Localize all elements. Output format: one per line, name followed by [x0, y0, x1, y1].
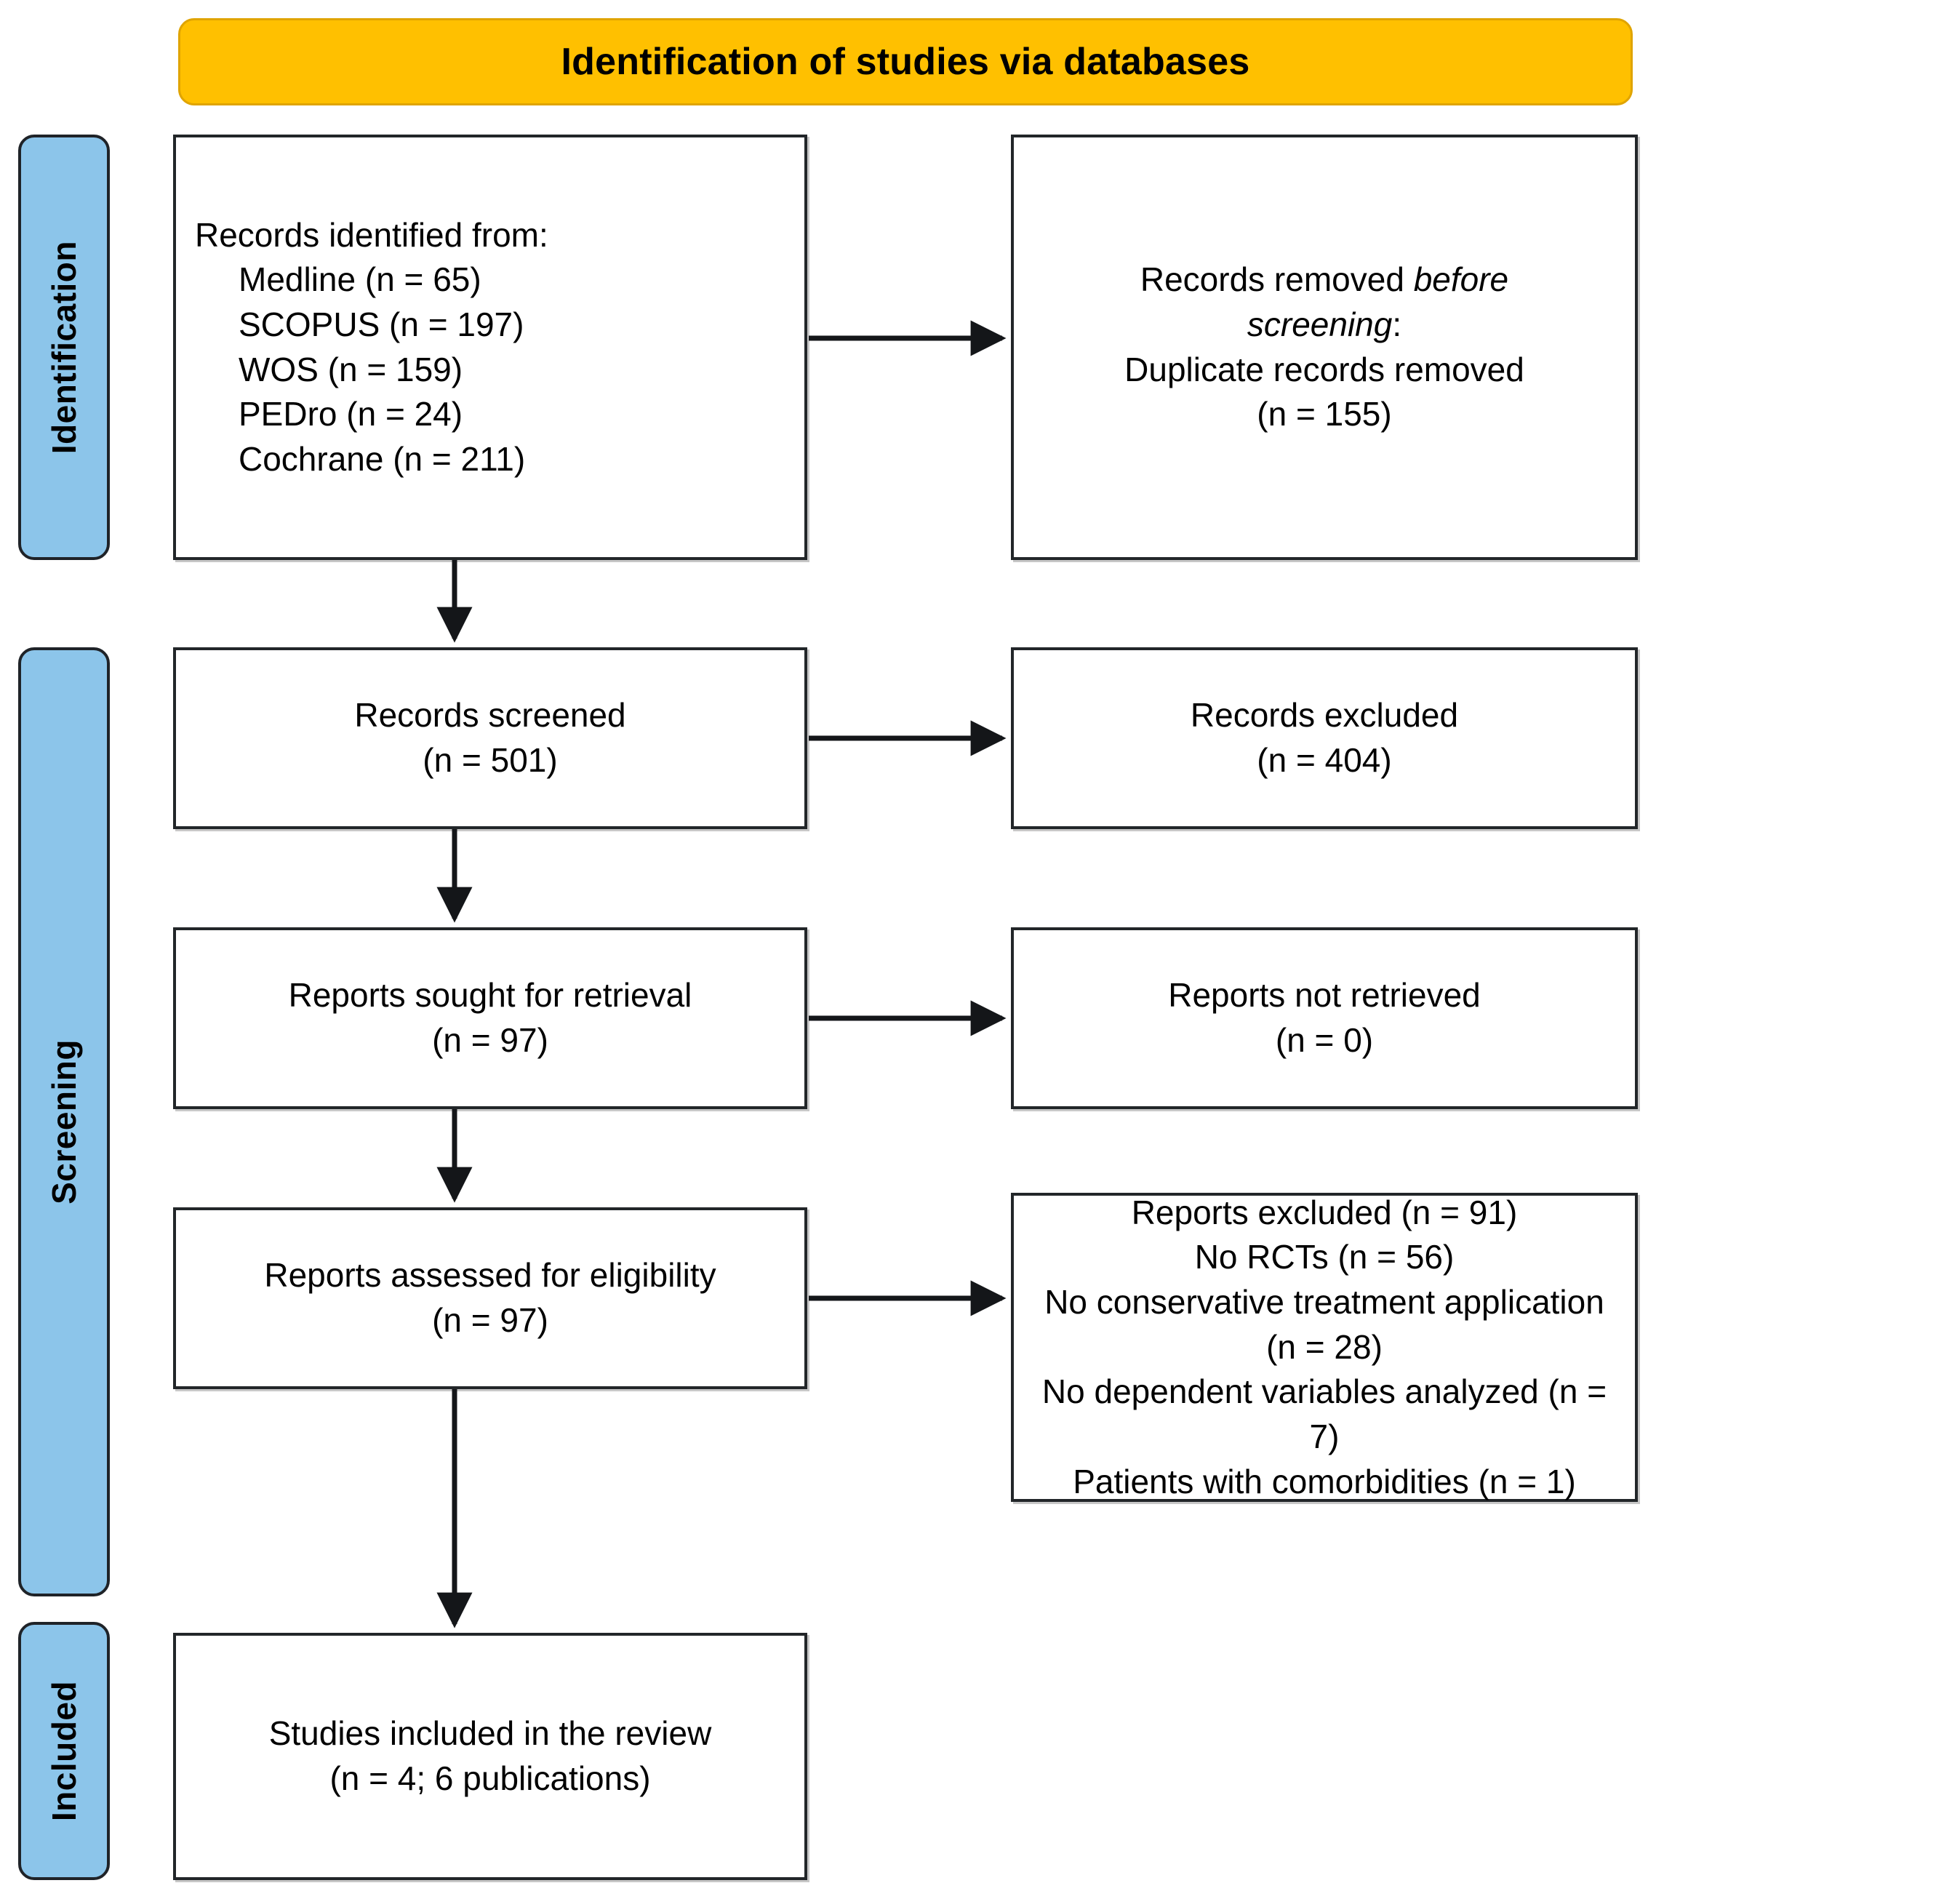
phase-label-screening: Screening: [45, 1039, 83, 1204]
studies-included-label: Studies included in the review: [268, 1714, 712, 1753]
records-identified-heading: Records identified from:: [195, 215, 548, 254]
records-excluded-count: (n = 404): [1257, 741, 1392, 779]
box-records-excluded: Records excluded (n = 404): [1011, 647, 1638, 829]
records-screened-count: (n = 501): [423, 741, 558, 779]
diagram-title-banner: Identification of studies via databases: [178, 18, 1633, 105]
reports-sought-count: (n = 97): [432, 1021, 548, 1059]
records-removed-before: before: [1413, 260, 1509, 299]
reports-not-retrieved-count: (n = 0): [1275, 1021, 1374, 1059]
box-records-removed: Records removed before screening: Duplic…: [1011, 135, 1638, 560]
box-records-screened: Records screened (n = 501): [173, 647, 807, 829]
box-studies-included: Studies included in the review (n = 4; 6…: [173, 1633, 807, 1880]
box-records-identified: Records identified from: Medline (n = 65…: [173, 135, 807, 560]
phase-label-identification: Identification: [45, 240, 83, 455]
records-screened-label: Records screened: [354, 696, 626, 735]
source-medline: Medline (n = 65): [239, 260, 481, 299]
phase-label-included: Included: [45, 1680, 83, 1822]
phase-bar-included: Included: [18, 1622, 110, 1880]
source-wos: WOS (n = 159): [239, 350, 463, 388]
exclusion-reason-no-dependent-variables: No dependent variables analyzed (n = 7): [1041, 1372, 1607, 1455]
box-reports-sought: Reports sought for retrieval (n = 97): [173, 927, 807, 1109]
reports-not-retrieved-label: Reports not retrieved: [1168, 976, 1481, 1015]
phase-bar-screening: Screening: [18, 647, 110, 1596]
reports-sought-label: Reports sought for retrieval: [288, 976, 692, 1015]
source-cochrane: Cochrane (n = 211): [239, 439, 526, 478]
box-reports-excluded-reasons: Reports excluded (n = 91) No RCTs (n = 5…: [1011, 1193, 1638, 1502]
exclusion-reason-no-conservative-treatment: No conservative treatment application (n…: [1044, 1283, 1604, 1366]
reports-assessed-count: (n = 97): [432, 1301, 548, 1339]
box-reports-not-retrieved: Reports not retrieved (n = 0): [1011, 927, 1638, 1109]
source-scopus: SCOPUS (n = 197): [239, 305, 524, 343]
diagram-title: Identification of studies via databases: [561, 41, 1250, 83]
records-removed-prefix: Records removed: [1140, 260, 1414, 299]
records-removed-line-1: Records removed before: [1033, 257, 1616, 303]
box-reports-assessed: Reports assessed for eligibility (n = 97…: [173, 1207, 807, 1389]
records-removed-colon: :: [1392, 305, 1402, 343]
exclusion-reason-comorbidities: Patients with comorbidities (n = 1): [1073, 1462, 1576, 1500]
exclusion-reason-no-rcts: No RCTs (n = 56): [1194, 1238, 1455, 1276]
duplicate-records-removed-label: Duplicate records removed: [1124, 350, 1524, 388]
records-removed-screening: screening: [1247, 305, 1393, 343]
duplicate-records-removed-count: (n = 155): [1257, 395, 1392, 433]
source-pedro: PEDro (n = 24): [239, 395, 463, 433]
phase-bar-identification: Identification: [18, 135, 110, 560]
studies-included-count: (n = 4; 6 publications): [329, 1759, 651, 1797]
reports-assessed-label: Reports assessed for eligibility: [264, 1256, 716, 1295]
reports-excluded-heading: Reports excluded (n = 91): [1131, 1193, 1518, 1231]
records-removed-line-2: screening:: [1033, 303, 1616, 348]
records-excluded-label: Records excluded: [1190, 696, 1459, 735]
